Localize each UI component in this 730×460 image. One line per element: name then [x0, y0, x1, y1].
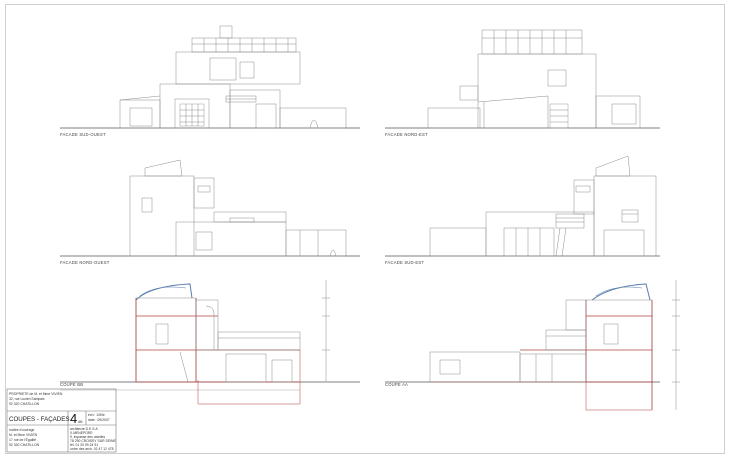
- project-line: PROPRIETE de M. et Mme VIVIEN: [9, 392, 63, 396]
- title-block-frame: [6, 388, 117, 453]
- architect-line: architecte D.E.S.A: [70, 427, 98, 431]
- coupe-aa-drawing: [385, 280, 680, 411]
- owner-line: M. et Mme VIVIEN: [9, 433, 38, 437]
- sheet-date: date : 09/2007: [88, 418, 110, 422]
- architect-line: 78 290 CROISSY SUR SEINE: [70, 439, 116, 443]
- label-facade-sud-est: FACADE SUD-EST: [385, 260, 424, 265]
- project-line: 92 320 CHATILLON: [9, 402, 40, 406]
- sheet-scale: éch : 1/50e: [88, 413, 105, 417]
- sheet-title: COUPES - FAÇADES: [9, 416, 70, 423]
- facade-sud-est-drawing: [385, 155, 660, 257]
- architect-line: ordre des arch. 02 47 12 478: [70, 447, 114, 451]
- coupe-bb-drawing: [60, 280, 360, 405]
- owner-line: 17 rue de l'Égalité: [9, 437, 36, 442]
- sheet-border: [5, 4, 725, 454]
- project-line: 32, rue Lucien Sampaix: [9, 397, 45, 401]
- owner-line: 92 320 CHATILLON: [9, 443, 40, 447]
- label-coupe-bb: COUPE BB: [60, 382, 83, 387]
- label-facade-nord-ouest: FACADE NORD-OUEST: [60, 260, 110, 265]
- label-coupe-aa: COUPE AA: [385, 382, 408, 387]
- architect-line: 9, impasse des oiselles: [70, 435, 105, 439]
- title-block: PROPRIETE de M. et Mme VIVIEN 32, rue Lu…: [9, 392, 116, 451]
- owner-line: maître d'ouvrage: [9, 428, 34, 432]
- facade-nord-ouest-drawing: [60, 159, 360, 257]
- sheet-suffix: AB: [78, 420, 83, 424]
- sheet-number: 4: [70, 411, 77, 426]
- facade-sud-ouest-drawing: [60, 25, 360, 129]
- architect-line: X.MENEPORE: [70, 431, 93, 435]
- label-facade-sud-ouest: FACADE SUD-OUEST: [60, 132, 106, 137]
- label-facade-nord-est: FACADE NORD-EST: [385, 132, 428, 137]
- architect-line: tél. 01 30 09 24 91: [70, 443, 98, 447]
- facade-nord-est-drawing: [385, 29, 660, 129]
